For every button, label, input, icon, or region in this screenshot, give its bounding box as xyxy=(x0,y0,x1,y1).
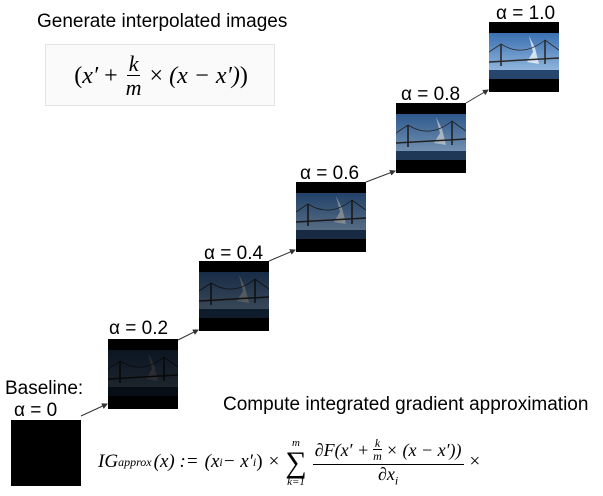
alpha-label-0: α = 0 xyxy=(14,400,58,421)
formula-m: m xyxy=(125,74,142,100)
ig-term-mid: − x′ xyxy=(222,451,253,472)
formula-diff: (x − x′) xyxy=(169,62,240,89)
alpha-label-0-4: α = 0.4 xyxy=(204,243,264,264)
ig-lhs-sub: approx xyxy=(118,454,152,469)
arrow-0-to-0-2 xyxy=(80,403,108,417)
arrow-0-4-to-0-6 xyxy=(268,249,296,262)
ig-term: (x xyxy=(204,451,220,472)
bridge-scene xyxy=(489,22,559,92)
interpolated-image-0-4 xyxy=(199,261,269,331)
ig-trailing-times: × xyxy=(469,451,481,472)
interpolated-image-0-8 xyxy=(396,103,466,173)
ig-lhs-arg: (x) := xyxy=(153,451,199,472)
alpha-label-0-6: α = 0.6 xyxy=(300,163,360,184)
ig-num-k: k xyxy=(372,435,383,451)
ig-sum-symbol: ∑ xyxy=(285,445,307,479)
interpolated-image-0-2 xyxy=(108,339,178,409)
formula-times: × xyxy=(149,62,164,89)
alpha-label-1-0: α = 1.0 xyxy=(496,3,556,24)
ig-sum-top: m xyxy=(292,436,300,449)
formula-close-paren: ) xyxy=(239,62,248,89)
bridge-scene xyxy=(296,182,366,252)
baseline-label: Baseline: xyxy=(5,378,84,399)
ig-den-sub: i xyxy=(394,473,399,488)
ig-lhs: IG xyxy=(98,451,119,472)
bridge-scene xyxy=(396,103,466,173)
formula-x-prime: x′ xyxy=(82,62,99,89)
ig-denominator: ∂x xyxy=(377,463,395,484)
bridge-scene xyxy=(199,261,269,331)
arrow-0-2-to-0-4 xyxy=(177,329,199,341)
ig-times: × xyxy=(268,451,280,472)
ig-term-sub: i xyxy=(219,454,223,469)
ig-num-m: m xyxy=(373,449,382,464)
ig-sum-bottom: k=1 xyxy=(287,475,305,488)
interpolation-formula: ( x′ + k m × (x − x′) ) xyxy=(45,44,275,106)
section-title-compute: Compute integrated gradient approximatio… xyxy=(223,394,589,415)
alpha-label-0-8: α = 0.8 xyxy=(401,84,461,105)
ig-term-sub2: i xyxy=(252,454,257,469)
baseline-image xyxy=(11,420,81,486)
interpolated-image-0-6 xyxy=(296,182,366,252)
alpha-label-0-2: α = 0.2 xyxy=(109,318,169,339)
section-title-interpolate: Generate interpolated images xyxy=(37,11,288,32)
ig-term-close: ) xyxy=(256,451,263,472)
formula-k: k xyxy=(126,50,141,76)
formula-plus: + xyxy=(104,62,118,89)
ig-num-rest: × (x − x′)) xyxy=(385,439,462,460)
interpolated-image-1-0 xyxy=(489,22,559,92)
ig-numerator: ∂F(x′ + xyxy=(314,439,370,460)
arrow-0-6-to-0-8 xyxy=(365,169,396,183)
arrow-0-8-to-1-0 xyxy=(465,89,489,104)
bridge-scene xyxy=(108,339,178,409)
formula-open-paren: ( xyxy=(74,62,83,89)
